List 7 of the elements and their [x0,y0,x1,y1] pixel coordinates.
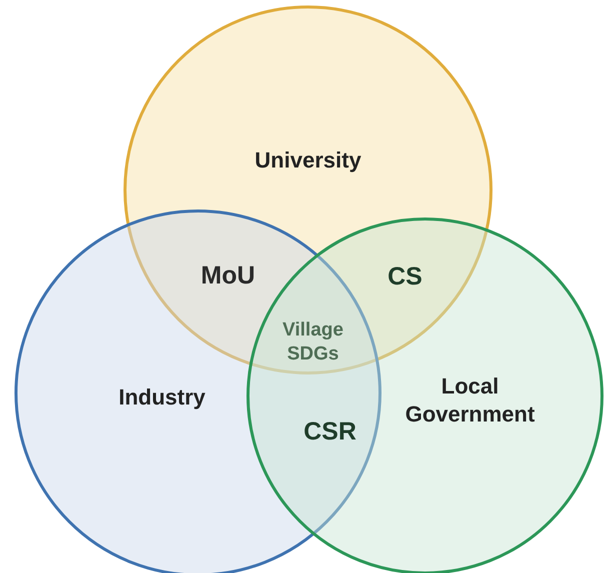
set-label: Industry [118,383,206,411]
overlap-label: CS [386,261,424,292]
overlap-label: Village SDGs [282,318,344,366]
overlap-label: MoU [200,260,256,292]
set-label: University [254,146,362,174]
set-label: Local Government [404,372,536,428]
overlap-label: CSR [302,416,358,448]
